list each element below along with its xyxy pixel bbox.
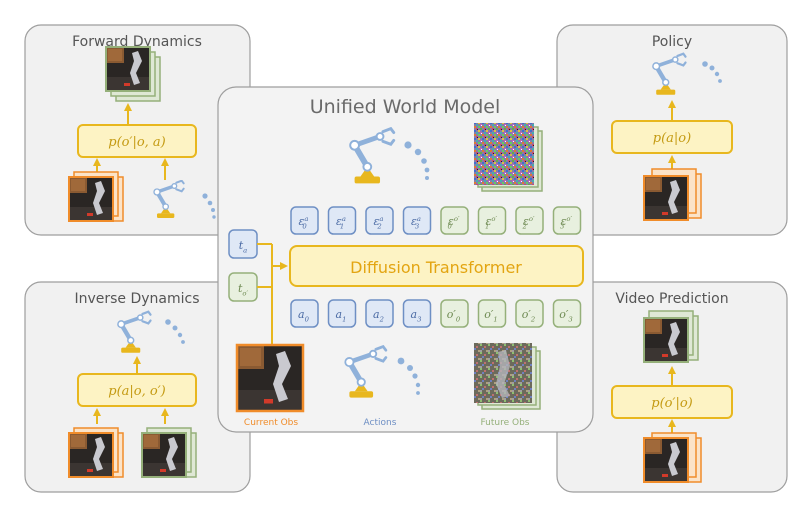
diffusion-transformer-block — [289, 245, 584, 287]
current-obs-label: Current Obs — [244, 418, 298, 428]
output-token-action-label: a2 — [373, 308, 384, 323]
main-future-obs-image — [474, 343, 541, 410]
noise-token-obs-label: εo′3 — [560, 215, 573, 231]
time-token-action-label: ta — [239, 239, 247, 254]
output-token-obs-box — [477, 299, 507, 328]
noise-token-obs-label: εo′0 — [447, 215, 460, 231]
output-token-action-label: a1 — [336, 308, 347, 323]
output-token-row: a0 a1 a2 a3 o′0 o′1 o′2 o′3 — [290, 299, 582, 328]
noise-token-obs-label: εo′2 — [521, 215, 535, 231]
time-token-obs-label: to′ — [238, 282, 249, 297]
noise-token-obs-box — [477, 206, 507, 235]
noise-token-obs-box — [552, 206, 582, 235]
output-token-obs-label: o′1 — [484, 308, 497, 323]
input-connectors — [257, 243, 288, 346]
video-current-obs-image — [643, 432, 702, 483]
inverse-dynamics-title: Inverse Dynamics — [74, 291, 199, 307]
noise-token-obs-box — [440, 206, 469, 235]
output-token-obs-box — [515, 299, 544, 328]
output-token-action-box — [290, 299, 319, 328]
policy-trajectory-dots — [702, 61, 722, 83]
noise-token-action-box — [402, 206, 432, 235]
main-trajectory-dots-bottom — [397, 357, 421, 395]
noise-token-action-box — [327, 206, 357, 235]
video-formula-box — [611, 385, 733, 419]
video-future-obs-image — [643, 310, 699, 363]
output-token-obs-label: o′2 — [522, 308, 535, 323]
noise-future-obs-image — [474, 123, 543, 192]
forward-formula-box — [77, 124, 197, 158]
policy-formula: p(a|o) — [653, 131, 691, 146]
noise-token-action-box — [365, 206, 394, 235]
inverse-current-obs-image — [68, 427, 124, 478]
forward-dynamics-title: Forward Dynamics — [72, 34, 202, 50]
main-current-obs-image — [235, 343, 305, 413]
inverse-formula: p(a|o, o′) — [108, 384, 165, 399]
actions-label: Actions — [364, 418, 397, 428]
main-trajectory-dots-top — [404, 141, 430, 180]
forward-formula: p(o′|o, a) — [108, 135, 165, 150]
video-formula: p(o′|o) — [651, 396, 692, 411]
inverse-formula-box — [77, 373, 197, 407]
noise-token-action-box — [290, 206, 319, 235]
inverse-trajectory-dots — [165, 319, 185, 344]
output-token-action-label: a3 — [411, 308, 422, 323]
video-prediction-title: Video Prediction — [615, 291, 728, 307]
diffusion-transformer-label: Diffusion Transformer — [350, 258, 522, 277]
unified-world-model-title: Unified World Model — [310, 96, 501, 118]
inverse-future-obs-image — [141, 427, 197, 478]
output-token-obs-box — [552, 299, 582, 328]
forward-current-obs-image — [68, 171, 124, 222]
noise-token-obs-box — [515, 206, 544, 235]
output-token-obs-label: o′0 — [447, 308, 461, 323]
output-token-action-label: a0 — [298, 308, 310, 323]
forward-future-obs-image — [105, 46, 161, 102]
output-token-action-box — [365, 299, 394, 328]
output-token-obs-label: o′3 — [559, 308, 572, 323]
policy-current-obs-image — [643, 168, 702, 221]
forward-trajectory-dots — [202, 193, 216, 219]
noise-token-obs-label: εo′1 — [485, 215, 498, 231]
policy-title: Policy — [652, 34, 692, 50]
future-obs-label: Future Obs — [480, 418, 529, 428]
output-token-action-box — [402, 299, 432, 328]
policy-formula-box — [611, 120, 733, 154]
output-token-action-box — [327, 299, 357, 328]
output-token-obs-box — [440, 299, 469, 328]
